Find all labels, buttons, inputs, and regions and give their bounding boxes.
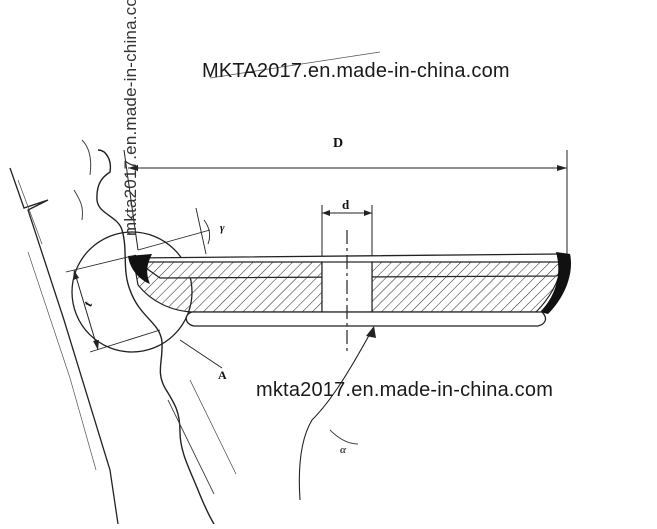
- arrow-D-left: [128, 165, 138, 171]
- arrow-d-left: [322, 210, 330, 216]
- arrow-t-top: [73, 270, 79, 280]
- label-alpha: α: [340, 444, 347, 456]
- label-A: A: [218, 368, 227, 382]
- saw-body-line-2: [27, 251, 97, 471]
- extension-t-top: [65, 254, 137, 273]
- gamma-arc: [203, 219, 211, 245]
- gamma-side-line: [195, 207, 207, 255]
- watermark-bottom: mkta2017.en.made-in-china.com: [256, 379, 554, 401]
- saw-blade-inner-edge: [73, 139, 92, 221]
- abrasive-layer-right: [540, 252, 572, 314]
- rotation-arc: [298, 329, 373, 501]
- dimension-t-line: [73, 269, 99, 351]
- label-d: d: [342, 197, 350, 212]
- wheel-bottom-flange: [185, 311, 547, 327]
- watermark-top: MKTA2017.en.made-in-china.com: [202, 60, 510, 82]
- saw-body-line: [17, 179, 43, 245]
- wheel-body-right-hatched: [371, 261, 563, 313]
- abrasive-layer-left: [128, 254, 152, 284]
- label-gamma: γ: [220, 222, 225, 234]
- gamma-reference-line: [137, 229, 211, 251]
- arrow-D-right: [557, 165, 567, 171]
- alpha-arc: [329, 429, 359, 445]
- rotation-arrow-head: [366, 326, 376, 338]
- arrow-d-right: [364, 210, 372, 216]
- lower-guide-line-2: [189, 379, 237, 475]
- watermark-vertical: mkta2017.en.made-in-china.com: [121, 0, 140, 236]
- saw-body-edge: [9, 167, 119, 525]
- label-D: D: [333, 136, 344, 151]
- stray-stroke: [209, 51, 381, 79]
- wheel-body-left-hatched: [133, 261, 323, 313]
- extension-t-bottom: [89, 329, 161, 353]
- saw-blade-outline: [96, 149, 215, 525]
- A-leader-line: [179, 339, 223, 369]
- extension-D-left: [123, 149, 139, 251]
- arrow-t-bottom: [93, 340, 99, 350]
- lower-guide-line: [167, 399, 215, 495]
